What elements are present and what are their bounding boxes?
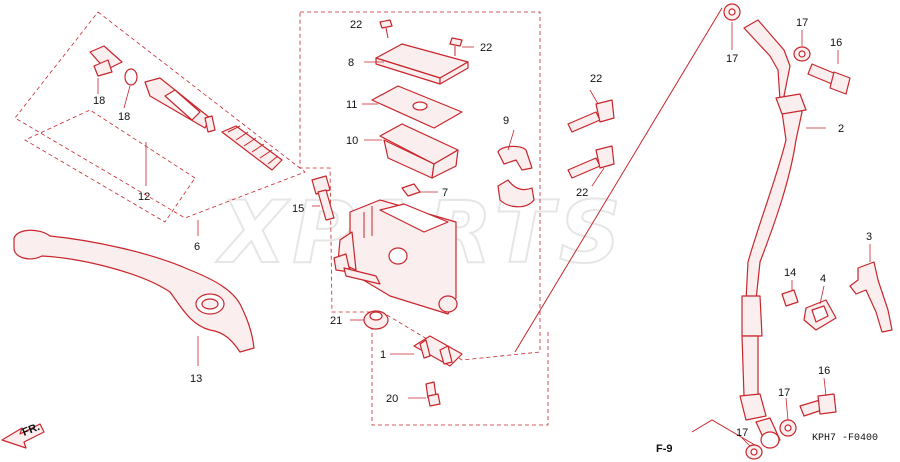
callout-22-a: 22 bbox=[590, 73, 602, 85]
master-cylinder-body[interactable] bbox=[333, 199, 458, 315]
part-11-plate[interactable] bbox=[371, 85, 463, 129]
box-12 bbox=[14, 11, 306, 219]
part-5-boot[interactable] bbox=[89, 45, 123, 77]
callout-11: 11 bbox=[346, 99, 357, 111]
callout-22-b: 22 bbox=[576, 187, 588, 199]
front-direction-label: FR. bbox=[21, 421, 42, 439]
part-17-washer-bottom-a[interactable] bbox=[779, 419, 797, 437]
callout-16-a: 16 bbox=[830, 37, 842, 49]
front-direction-arrow bbox=[1, 423, 45, 449]
part-13-brake-lever[interactable] bbox=[13, 229, 255, 353]
part-1-brake-switch[interactable] bbox=[413, 335, 463, 367]
part-19-screw-b[interactable] bbox=[449, 37, 463, 56]
callout-8: 8 bbox=[348, 57, 354, 69]
callout-3: 3 bbox=[866, 231, 872, 243]
callout-9: 9 bbox=[503, 115, 509, 127]
piston-assembly[interactable] bbox=[144, 77, 216, 133]
callout-5: 18 bbox=[93, 95, 105, 107]
part-22-bolt-a[interactable] bbox=[567, 99, 615, 133]
diagram-ref-code: KPH7 -F0400 bbox=[812, 433, 878, 444]
part-8-reservoir-cap[interactable] bbox=[375, 43, 469, 85]
part-16-bolt-bottom[interactable] bbox=[799, 393, 837, 417]
callout-6: 6 bbox=[194, 241, 200, 253]
callout-17-a: 17 bbox=[726, 53, 738, 65]
callout-1: 1 bbox=[380, 349, 386, 361]
part-21-grommet[interactable] bbox=[363, 310, 389, 330]
callout-12: 12 bbox=[138, 191, 150, 203]
callout-17-d: 17 bbox=[736, 427, 748, 439]
callout-20: 20 bbox=[386, 393, 398, 405]
part-14-bolt[interactable] bbox=[781, 289, 799, 307]
part-20-screw[interactable] bbox=[425, 381, 441, 407]
part-16-bolt-top[interactable] bbox=[807, 63, 851, 95]
page-reference: F-9 bbox=[656, 443, 673, 455]
callout-21: 21 bbox=[330, 315, 342, 327]
part-17-washer-top-a[interactable] bbox=[723, 3, 741, 21]
part-10-diaphragm[interactable] bbox=[379, 123, 459, 179]
callout-19-b: 22 bbox=[480, 42, 492, 54]
part-22-bolt-b[interactable] bbox=[567, 145, 615, 179]
callout-13: 13 bbox=[190, 373, 202, 385]
part-17-washer-bottom-b[interactable] bbox=[745, 444, 763, 460]
box-6 bbox=[24, 109, 196, 223]
callout-10: 10 bbox=[346, 135, 358, 147]
part-2-brake-hose[interactable] bbox=[739, 19, 807, 449]
part-15-pivot-bolt[interactable] bbox=[311, 175, 335, 221]
box-switch bbox=[371, 312, 549, 426]
callout-19-a: 22 bbox=[350, 19, 362, 31]
callout-7: 7 bbox=[442, 187, 448, 199]
part-9-holder[interactable] bbox=[497, 145, 535, 208]
part-17-washer-top-b[interactable] bbox=[793, 46, 811, 62]
part-3-hose-guide[interactable] bbox=[849, 261, 893, 333]
callout-17-b: 17 bbox=[796, 17, 808, 29]
part-18-circlip[interactable] bbox=[124, 68, 138, 86]
callout-14: 14 bbox=[784, 267, 796, 279]
callout-4: 4 bbox=[820, 273, 826, 285]
callout-labels: 18 18 12 6 13 15 8 11 10 7 22 22 9 22 22… bbox=[93, 17, 872, 439]
callout-2: 2 bbox=[838, 123, 844, 135]
ref-line-hose bbox=[514, 7, 723, 353]
spring[interactable] bbox=[221, 125, 283, 171]
callout-16-b: 16 bbox=[818, 365, 830, 377]
part-4-clamp[interactable] bbox=[803, 299, 837, 331]
ref-line-f9 bbox=[691, 419, 761, 449]
callout-18: 18 bbox=[118, 111, 130, 123]
callout-15: 15 bbox=[292, 203, 304, 215]
callout-17-c: 17 bbox=[778, 387, 790, 399]
part-19-screw-a[interactable] bbox=[379, 19, 393, 39]
leader-lines bbox=[97, 22, 871, 447]
